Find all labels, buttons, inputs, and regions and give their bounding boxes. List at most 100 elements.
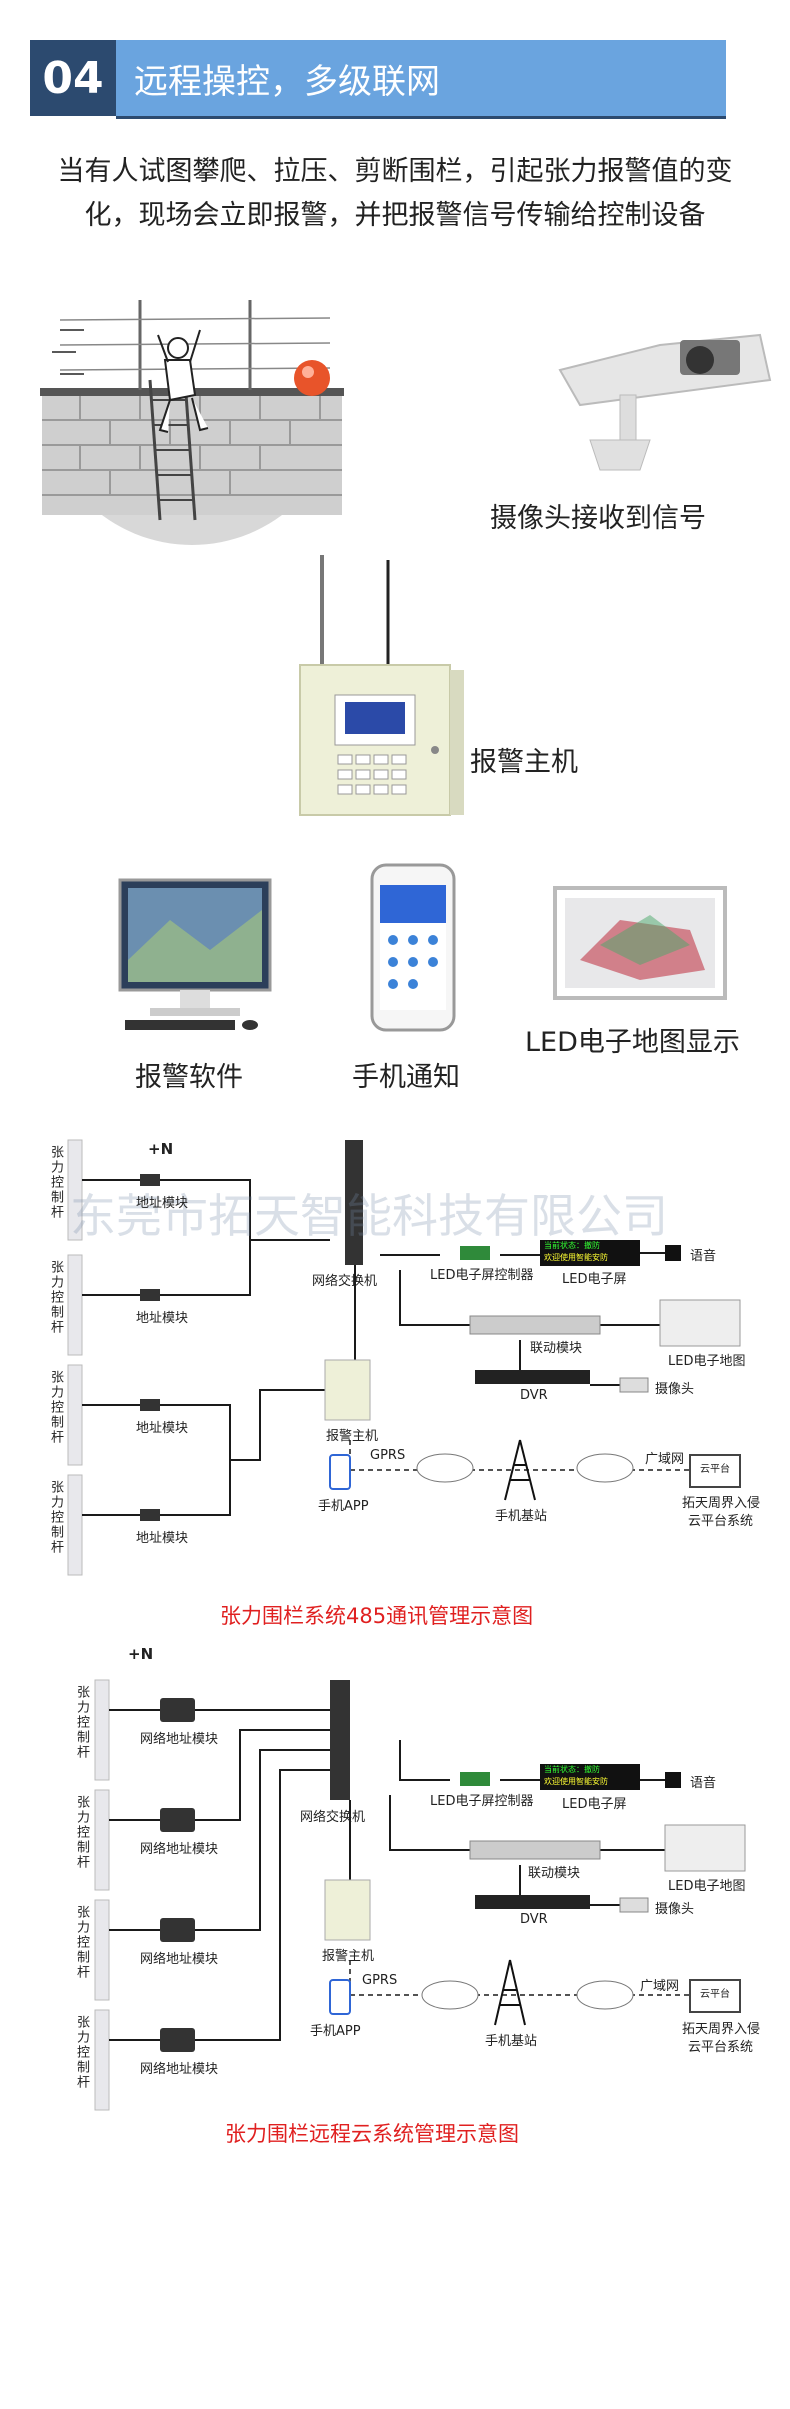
d1-voice-speaker	[665, 1245, 681, 1261]
d2-linkage-label: 联动模块	[528, 1866, 581, 1881]
d1-led-controller-label: LED电子屏控制器	[430, 1268, 534, 1283]
d2-host-label: 报警主机	[322, 1949, 375, 1964]
d1-pole-label-4: 张力控制杆	[48, 1480, 63, 1555]
d2-gprs-label: GPRS	[362, 1973, 398, 1988]
d1-module-label-3: 地址模块	[136, 1421, 189, 1436]
d1-switch-label: 网络交换机	[312, 1274, 378, 1289]
d1-app-label: 手机APP	[318, 1499, 369, 1514]
fence-climber-illustration	[40, 300, 344, 545]
d1-poles	[67, 1139, 83, 1576]
d2-voice-label: 语音	[690, 1776, 717, 1791]
header-underline	[116, 116, 726, 119]
d2-poles	[94, 1679, 110, 2111]
intro-line-2: 化，现场会立即报警，并把报警信号传输给控制设备	[84, 200, 706, 231]
d2-pole-label-3: 张力控制杆	[74, 1905, 89, 1980]
d2-wan-label: 广域网	[640, 1979, 680, 1994]
d1-led-screen-text-2: 欢迎使用智能安防	[544, 1253, 608, 1262]
d1-wan-label: 广域网	[645, 1452, 685, 1467]
d2-app-label: 手机APP	[310, 2024, 361, 2039]
d1-module-label-1: 地址模块	[136, 1196, 189, 1211]
d2-module-label-1: 网络地址模块	[140, 1732, 219, 1747]
d1-led-map-screen	[659, 1299, 741, 1347]
d2-switch-label: 网络交换机	[300, 1810, 366, 1825]
d1-camera-label: 摄像头	[655, 1382, 695, 1397]
d1-pole-label-3: 张力控制杆	[48, 1370, 63, 1445]
d2-led-map-label: LED电子地图	[668, 1879, 746, 1894]
d1-network-switch	[345, 1140, 363, 1265]
d2-camera	[619, 1897, 649, 1913]
caption-camera: 摄像头接收到信号	[490, 503, 706, 534]
d1-led-screen-label: LED电子屏	[562, 1272, 627, 1287]
d1-plus-n: +N	[148, 1140, 174, 1158]
d2-pole-label-1: 张力控制杆	[74, 1685, 89, 1760]
d2-led-screen-text-2: 欢迎使用智能安防	[544, 1777, 608, 1786]
d1-cloud-system-line-2: 云平台系统	[688, 1514, 754, 1529]
alarm-software-illustration	[118, 878, 272, 1030]
caption-alarm-software: 报警软件	[135, 1062, 243, 1093]
d1-voice-label: 语音	[690, 1249, 717, 1264]
d1-linkage-module	[469, 1315, 601, 1335]
alarm-host-illustration	[299, 555, 464, 816]
d1-led-map-label: LED电子地图	[668, 1354, 746, 1369]
d1-cloud-monitor	[689, 1454, 741, 1488]
d1-module-label-4: 地址模块	[136, 1531, 189, 1546]
caption-led-map: LED电子地图显示	[525, 1027, 740, 1058]
caption-phone-notification: 手机通知	[352, 1062, 460, 1093]
d1-host-label: 报警主机	[326, 1429, 379, 1444]
d1-base-label: 手机基站	[495, 1509, 548, 1524]
d1-led-screen	[540, 1240, 640, 1266]
d1-phone-app	[329, 1454, 351, 1490]
d1-linkage-label: 联动模块	[530, 1341, 583, 1356]
d2-module-label-4: 网络地址模块	[140, 2062, 219, 2077]
d2-base-label: 手机基站	[485, 2034, 538, 2049]
watermark-company: 东莞市拓天智能科技有限公司	[70, 1189, 668, 1243]
d2-dvr-label: DVR	[520, 1912, 548, 1927]
d2-plus-n: +N	[128, 1645, 154, 1663]
d1-base-station	[504, 1439, 536, 1501]
d1-address-modules	[140, 1174, 160, 1521]
d2-clouds	[421, 1980, 634, 2010]
d1-pole-label-2: 张力控制杆	[48, 1260, 63, 1335]
d2-title: 张力围栏远程云系统管理示意图	[225, 2122, 519, 2146]
cctv-camera-illustration	[558, 333, 772, 471]
caption-alarm-host: 报警主机	[470, 747, 578, 778]
d1-pole-label-1: 张力控制杆	[48, 1145, 63, 1220]
d2-network-switch	[330, 1680, 350, 1800]
d2-wireless-links	[349, 1960, 690, 1996]
d2-led-screen-text-1: 当前状态：撤防	[544, 1765, 600, 1774]
d2-led-controller	[460, 1772, 490, 1786]
d2-base-station	[494, 1959, 526, 2026]
d2-led-controller-label: LED电子屏控制器	[430, 1794, 534, 1809]
d2-cloud-monitor	[689, 1979, 741, 2013]
d1-clouds	[416, 1453, 634, 1483]
d2-network-address-modules	[160, 1698, 195, 2052]
section-number: 04	[30, 40, 116, 116]
d2-led-map-screen	[664, 1824, 746, 1872]
d2-module-label-2: 网络地址模块	[140, 1842, 219, 1857]
d1-dvr-label: DVR	[520, 1388, 548, 1403]
d1-cloud-system-line-1: 拓天周界入侵	[682, 1496, 761, 1511]
led-map-illustration	[553, 886, 727, 1000]
d1-module-label-2: 地址模块	[136, 1311, 189, 1326]
section-title: 远程操控，多级联网	[116, 40, 726, 116]
d2-phone-app	[329, 1979, 351, 2015]
d2-cloud-system-line-2: 云平台系统	[688, 2040, 754, 2055]
d2-led-screen	[540, 1764, 640, 1790]
phone-illustration	[370, 863, 456, 1032]
d1-led-screen-text-1: 当前状态：撤防	[544, 1241, 600, 1250]
d2-linkage-module	[469, 1840, 601, 1860]
d2-alarm-host	[324, 1879, 371, 1941]
d1-gprs-label: GPRS	[370, 1448, 406, 1463]
d2-cloud-label: 云平台	[700, 1989, 730, 2000]
illustrations	[40, 300, 772, 1032]
d2-module-label-3: 网络地址模块	[140, 1952, 219, 1967]
d1-led-controller	[460, 1246, 490, 1260]
d1-title: 张力围栏系统485通讯管理示意图	[220, 1604, 534, 1628]
intro-text: 当有人试图攀爬、拉压、剪断围栏，引起张力报警值的变 化，现场会立即报警，并把报警…	[20, 150, 770, 238]
d2-pole-label-2: 张力控制杆	[74, 1795, 89, 1870]
d1-alarm-host	[324, 1359, 371, 1421]
d2-pole-label-4: 张力控制杆	[74, 2015, 89, 2090]
d2-voice-speaker	[665, 1772, 681, 1788]
d1-camera	[619, 1377, 649, 1393]
